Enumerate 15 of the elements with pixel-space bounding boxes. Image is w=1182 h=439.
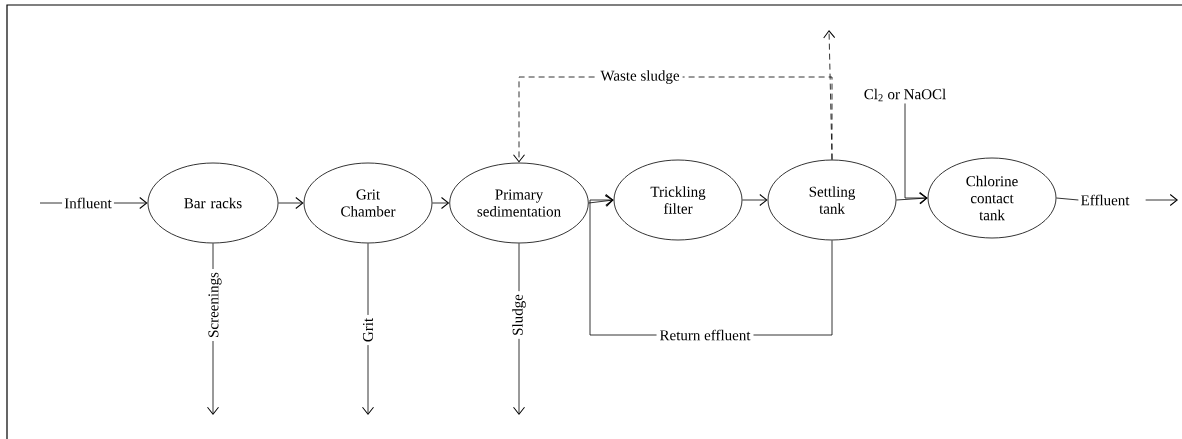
arrow [432, 197, 449, 209]
arrow [1145, 194, 1178, 206]
stream-label: Influent [64, 197, 112, 209]
edge-label: Grit [359, 314, 377, 346]
edge-label: Sludge [509, 291, 529, 339]
edge-label: Return effluent [656, 326, 754, 344]
stream-label: Effluent [1081, 194, 1130, 206]
arrow [278, 197, 304, 209]
arrow [904, 103, 928, 204]
arrow [823, 30, 836, 160]
arrow [742, 194, 768, 206]
stream-label: Cl$_{2}$ or NaOCl [864, 88, 946, 102]
edge-label: Screenings [205, 269, 225, 341]
arrow [113, 197, 148, 209]
edge-label: Waste sludge [597, 67, 683, 87]
